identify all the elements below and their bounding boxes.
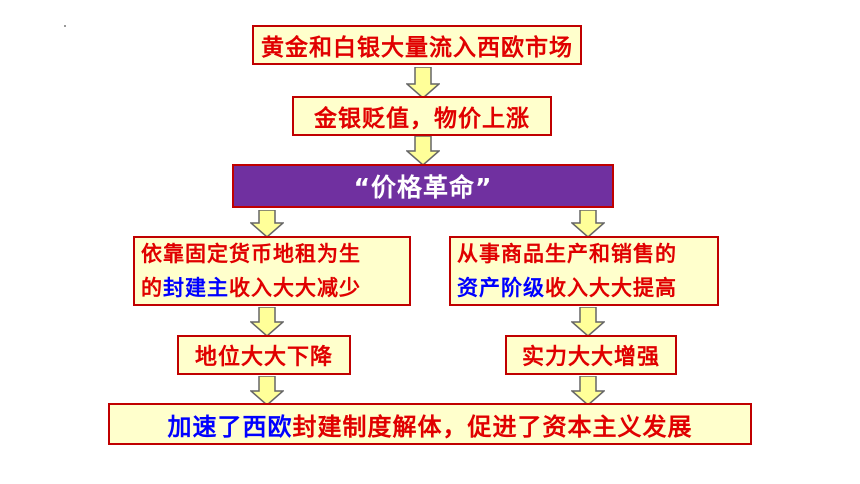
down-arrow-1 bbox=[406, 67, 440, 99]
down-arrow-left-1 bbox=[250, 210, 284, 238]
devaluation-text: 金银贬值，物价上涨 bbox=[314, 106, 530, 132]
feudal-lords-line1: 依靠固定货币地租为生 bbox=[141, 242, 361, 266]
strength-increase-text: 实力大大增强 bbox=[521, 345, 660, 370]
decorative-dot bbox=[64, 25, 66, 27]
down-arrow-right-2 bbox=[571, 307, 605, 337]
final-outcome-box: 加速了西欧封建制度解体，促进了资本主义发展 bbox=[108, 403, 752, 445]
final-outcome-part1: 加速了西欧 bbox=[167, 412, 293, 441]
status-decline-box: 地位大大下降 bbox=[177, 335, 351, 375]
bourgeoisie-line2: 资产阶级收入大大提高 bbox=[457, 276, 677, 300]
down-arrow-left-2 bbox=[250, 307, 284, 337]
gold-silver-inflow-text: 黄金和白银大量流入西欧市场 bbox=[261, 35, 573, 61]
down-arrow-left-3 bbox=[250, 376, 284, 406]
feudal-lords-box: 依靠固定货币地租为生 的封建主收入大大减少 bbox=[133, 236, 411, 306]
down-arrow-2 bbox=[406, 136, 440, 166]
gold-silver-inflow-box: 黄金和白银大量流入西欧市场 bbox=[252, 25, 582, 65]
status-decline-text: 地位大大下降 bbox=[194, 345, 333, 370]
bourgeoisie-term: 资产阶级 bbox=[457, 276, 545, 300]
bourgeoisie-line1: 从事商品生产和销售的 bbox=[457, 242, 677, 266]
price-revolution-box: “价格革命” bbox=[232, 164, 614, 208]
bourgeoisie-box: 从事商品生产和销售的 资产阶级收入大大提高 bbox=[449, 236, 719, 306]
price-revolution-text: “价格革命” bbox=[353, 173, 493, 202]
final-outcome-part2: 封建制度解体，促进了资本主义发展 bbox=[292, 412, 693, 441]
feudal-lords-term: 封建主 bbox=[163, 276, 229, 300]
feudal-lords-line2: 的封建主收入大大减少 bbox=[141, 276, 361, 300]
devaluation-box: 金银贬值，物价上涨 bbox=[292, 96, 552, 136]
down-arrow-right-3 bbox=[571, 376, 605, 406]
strength-increase-box: 实力大大增强 bbox=[505, 335, 677, 375]
down-arrow-right-1 bbox=[571, 210, 605, 238]
